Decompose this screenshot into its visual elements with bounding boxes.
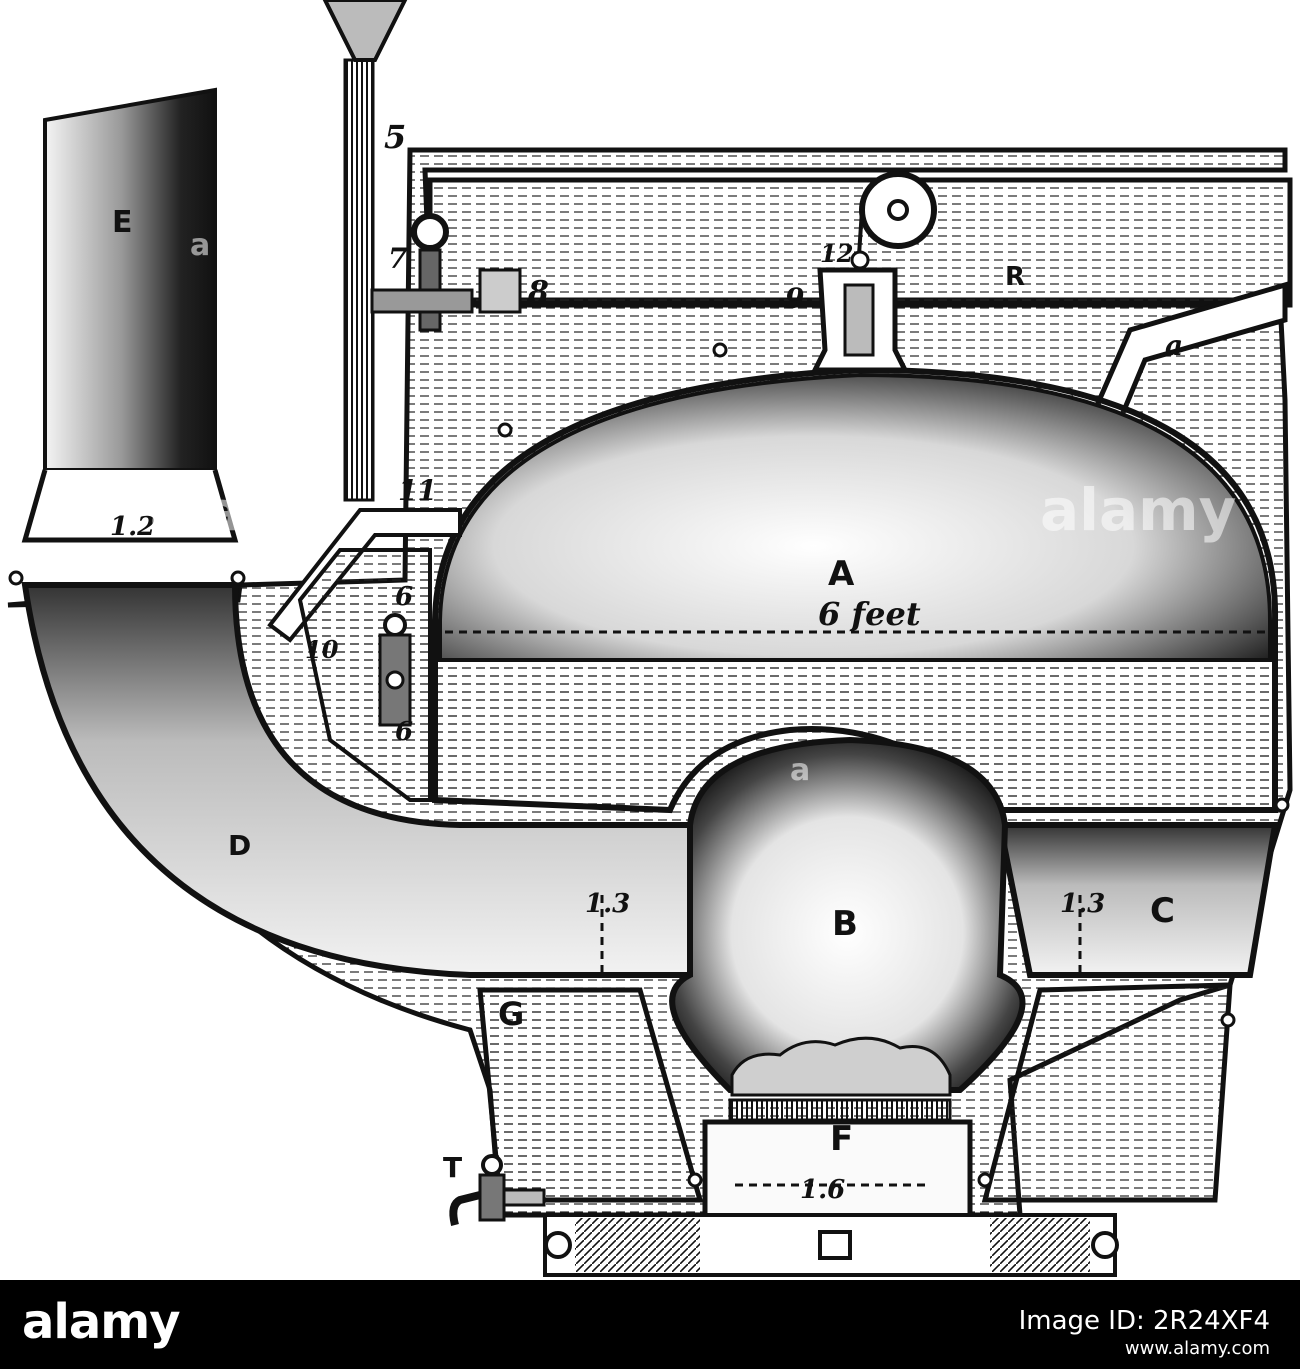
bolts [8,342,1290,1188]
label-7: 7 [388,242,408,275]
water-space-G [477,987,704,1203]
label-5: 5 [384,118,406,156]
coals [730,1036,952,1097]
dim-left: 1.3 [585,889,630,919]
pipe-11 [267,508,462,643]
watermark-left: alamy [150,480,333,543]
feed-funnel [322,0,408,62]
label-F: F [830,1119,853,1159]
footer-logo: alamy [22,1294,181,1350]
label-8: 8 [527,275,549,310]
gauge-box-10 [297,548,432,802]
footer-url: www.alamy.com [1124,1338,1270,1359]
dim-grate: 1.6 [800,1175,845,1205]
flue-D [21,582,693,978]
fire-chamber-B [669,736,1026,1093]
label-A: A [828,554,855,594]
footer-image-id: Image ID: 2R24XF4 [1018,1306,1270,1336]
footer-bar: alamy Image ID: 2R24XF4 www.alamy.com [0,1280,1300,1369]
label-E: E [112,205,133,240]
chamber-8 [478,268,522,314]
label-G: G [498,995,524,1033]
label-6-bottom: 6 [395,717,413,747]
label-6-top: 6 [395,582,413,612]
label-6-feet: 6 feet [818,595,921,633]
pulley [850,171,937,271]
watermark-a-2: a [790,753,810,788]
label-11: 11 [398,474,437,507]
tap-T [449,1154,546,1226]
watermark-a-3: a [1220,1238,1240,1273]
label-C: C [1150,891,1175,931]
grate [728,1098,952,1122]
label-B: B [832,904,858,944]
flue-C [996,822,1279,978]
boiler-diagram: A B C D E F G R T a 5 6 6 7 8 9 10 11 12… [7,0,1293,1277]
chimney-E [43,87,217,472]
feed-pipe-5 [343,58,375,502]
ash-door [818,1230,852,1260]
valve-7 [370,213,474,332]
gauge-cocks-6 [378,613,412,727]
dim-flue: 1.2 [110,512,155,542]
label-10: 10 [305,635,339,664]
label-D: D [228,829,251,862]
label-R: R [1005,262,1025,292]
dim-right: 1.3 [1060,889,1105,919]
label-9: 9 [785,282,804,315]
watermark-a-1: a [190,228,210,263]
label-a: a [1165,329,1183,362]
label-T: T [443,1151,462,1184]
label-12: 12 [820,239,853,268]
watermark-center: alamy [1040,476,1236,544]
